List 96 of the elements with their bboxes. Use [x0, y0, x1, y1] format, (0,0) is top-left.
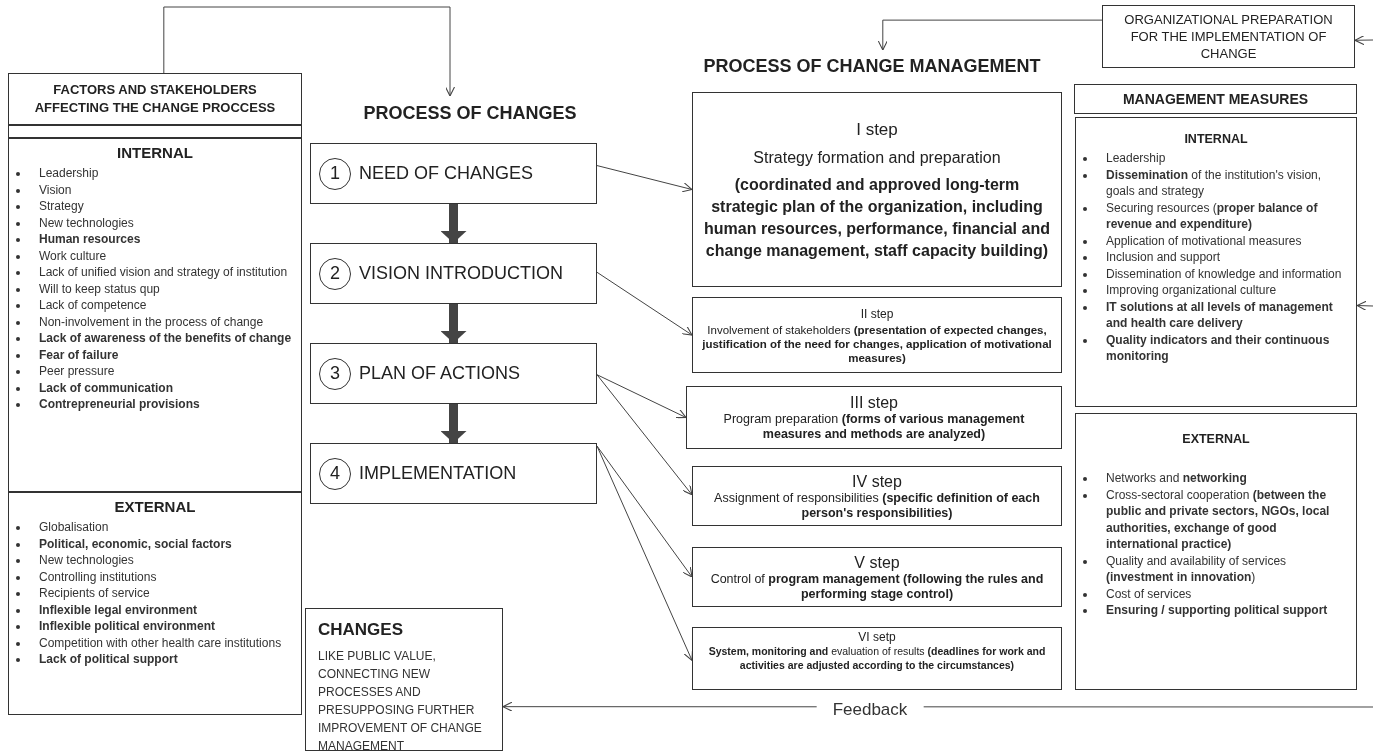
- list-heading: INTERNAL: [1184, 132, 1248, 146]
- list-item: New technologies: [39, 214, 135, 231]
- process-box: [310, 243, 597, 304]
- list-item: Globalisation: [39, 519, 110, 536]
- step-heading: III step: [850, 393, 898, 412]
- list-item: Lack of political support: [39, 651, 179, 668]
- list-heading: EXTERNAL: [1182, 432, 1250, 446]
- list-item: Inflexible legal environment: [39, 601, 199, 618]
- box-heading: FACTORS AND STAKEHOLDERS AFFECTING THE CHANGE PROCCESS: [33, 81, 277, 117]
- section-title: PROCESS OF CHANGES: [363, 101, 577, 125]
- arrow: [1356, 300, 1374, 311]
- internal-measures-box: [1075, 117, 1357, 407]
- list-heading: INTERNAL: [117, 144, 193, 161]
- process-label: VISION INTRODUCTION: [359, 262, 563, 285]
- arrow: [596, 445, 693, 661]
- section-title: PROCESS OF CHANGE MANAGEMENT: [703, 54, 1041, 78]
- step-text: Program preparation (forms of various management measures and methods are analyzed): [722, 412, 1026, 442]
- list-item: Will to keep status qup: [39, 280, 161, 297]
- list-item: Strategy: [39, 198, 85, 215]
- step-text: Assignment of responsibilities (specific definition of each person's responsibilities): [713, 490, 1041, 521]
- list-item: Ensuring / supporting political support: [1106, 602, 1329, 619]
- arrow: [1354, 35, 1374, 46]
- list-item: Leadership: [39, 165, 100, 182]
- process-label: IMPLEMENTATION: [359, 462, 517, 485]
- measures-header-box: [1074, 84, 1357, 114]
- list-item: Human resources: [39, 231, 142, 248]
- list-item: Cost of services: [1106, 585, 1193, 602]
- list-heading: EXTERNAL: [114, 498, 196, 515]
- box-text: ORGANIZATIONAL PREPARATION FOR THE IMPLEMENTATION OF CHANGE: [1123, 11, 1334, 62]
- box-heading: CHANGES: [318, 619, 404, 641]
- step-heading: I step: [856, 118, 898, 141]
- changes-box: [305, 608, 503, 751]
- list-item: Recipients of service: [39, 585, 151, 602]
- list-item: Leadership: [1106, 150, 1167, 167]
- step-box: [686, 386, 1062, 449]
- block-arrow: [440, 404, 467, 443]
- internal-factors-box: [8, 138, 302, 492]
- process-label: NEED OF CHANGES: [359, 162, 534, 185]
- list-item: New technologies: [39, 552, 135, 569]
- process-box: [310, 443, 597, 504]
- preparation-box: [1102, 5, 1355, 68]
- step-heading: IV step: [852, 471, 902, 491]
- step-heading: II step: [860, 306, 894, 323]
- step-text: System, monitoring and evaluation of results (deadlines for work and activities are adjusted according to the circumstances): [707, 645, 1047, 672]
- step-box: [692, 466, 1062, 526]
- list-item: Inclusion and support: [1106, 249, 1222, 266]
- list-item: Application of motivational measures: [1106, 232, 1303, 249]
- step-text: (coordinated and approved long-term strategic plan of the organization, including human resources, performance, financial and change management, staff capacity building): [703, 175, 1051, 262]
- arrow: [163, 6, 456, 97]
- list-item: Lack of unified vision and strategy of institution: [39, 264, 289, 281]
- factors-header-box: [8, 73, 302, 138]
- list-item: Competition with other health care institutions: [39, 634, 283, 651]
- list-item: Contrepreneurial provisions: [39, 396, 201, 413]
- step-box: [692, 297, 1062, 373]
- box-heading: MANAGEMENT MEASURES: [1122, 89, 1309, 109]
- arrow: [596, 374, 687, 419]
- list-item: Peer pressure: [39, 363, 116, 380]
- process-box: [310, 343, 597, 404]
- block-arrow: [440, 204, 467, 243]
- step-text: Strategy formation and preparation: [753, 148, 1001, 169]
- list-item: Cross-sectoral cooperation (between the public and private sectors, NGOs, local authorities, exchange of good international practice): [1106, 486, 1331, 553]
- arrow: [596, 165, 693, 193]
- list-item: Quality and availability of services (investment in innovation): [1106, 552, 1288, 586]
- step-text: Involvement of stakeholders (presentation of expected changes, justification of the need for changes, application of motivational measures): [701, 323, 1053, 365]
- external-factors-box: [8, 492, 302, 715]
- list-item: Vision: [39, 181, 73, 198]
- list-item: Lack of communication: [39, 379, 175, 396]
- list-item: Quality indicators and their continuous monitoring: [1106, 331, 1331, 365]
- list-item: Lack of competence: [39, 297, 148, 314]
- list-item: Fear of failure: [39, 346, 120, 363]
- list-item: Improving organizational culture: [1106, 282, 1278, 299]
- box-text: LIKE PUBLIC VALUE, CONNECTING NEW PROCESSES AND PRESUPPOSING FURTHER IMPROVEMENT OF CHANGE MANAGEMENT: [318, 647, 483, 752]
- list-item: Networks and networking: [1106, 470, 1248, 487]
- step-heading: V step: [854, 552, 900, 572]
- step-box: [692, 547, 1062, 607]
- list-item: Work culture: [39, 247, 108, 264]
- arrow: [596, 374, 693, 496]
- step-text: Control of program management (following the rules and performing stage control): [709, 571, 1045, 602]
- list-item: Non-involvement in the process of change: [39, 313, 265, 330]
- external-measures-box: [1075, 413, 1357, 690]
- step-heading: VI setp: [858, 630, 896, 645]
- process-label: PLAN OF ACTIONS: [359, 362, 521, 385]
- arrow: [596, 445, 693, 578]
- block-arrow: [440, 304, 467, 343]
- arrow: [596, 271, 693, 336]
- list-item: IT solutions at all levels of management and health care delivery: [1106, 298, 1334, 332]
- step-box: [692, 627, 1062, 690]
- list-item: Inflexible political environment: [39, 618, 217, 635]
- arrow: [877, 19, 1103, 51]
- process-box: [310, 143, 597, 204]
- list-item: Securing resources (proper balance of revenue and expenditure): [1106, 199, 1319, 233]
- list-item: Political, economic, social factors: [39, 535, 233, 552]
- list-item: Dissemination of knowledge and information: [1106, 265, 1343, 282]
- step-box: [692, 92, 1062, 287]
- list-item: Controlling institutions: [39, 568, 158, 585]
- list-item: Lack of awareness of the benefits of change: [39, 330, 293, 347]
